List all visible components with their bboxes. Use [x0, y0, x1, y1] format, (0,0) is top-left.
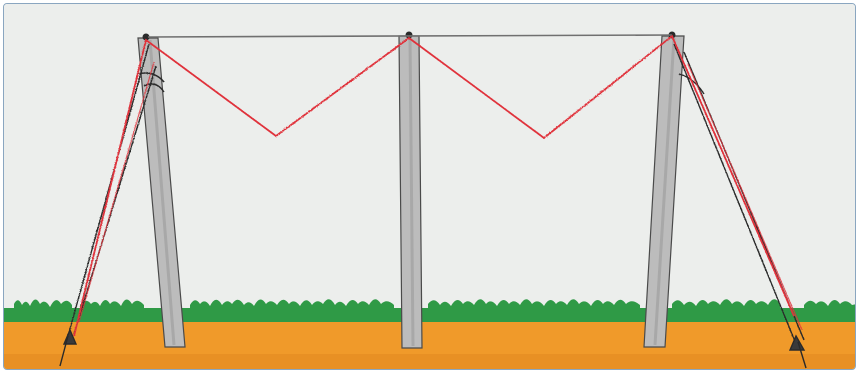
- pole-line-diagram: [4, 4, 855, 369]
- middle-pole: [398, 35, 423, 349]
- grass-base: [4, 308, 855, 322]
- red-stay-right: [687, 63, 803, 331]
- soil-shadow: [4, 354, 855, 369]
- top-wire: [147, 34, 673, 38]
- left-stay-wires: [67, 43, 165, 337]
- right-pole: [643, 35, 685, 348]
- right-anchor: [788, 334, 807, 369]
- left-pole-cap: [142, 33, 150, 41]
- left-anchor: [59, 328, 78, 367]
- red-stay-left: [78, 61, 155, 323]
- diagram-frame: [3, 3, 856, 370]
- left-pole: [137, 37, 186, 348]
- red-zigzag-wire: [73, 34, 795, 337]
